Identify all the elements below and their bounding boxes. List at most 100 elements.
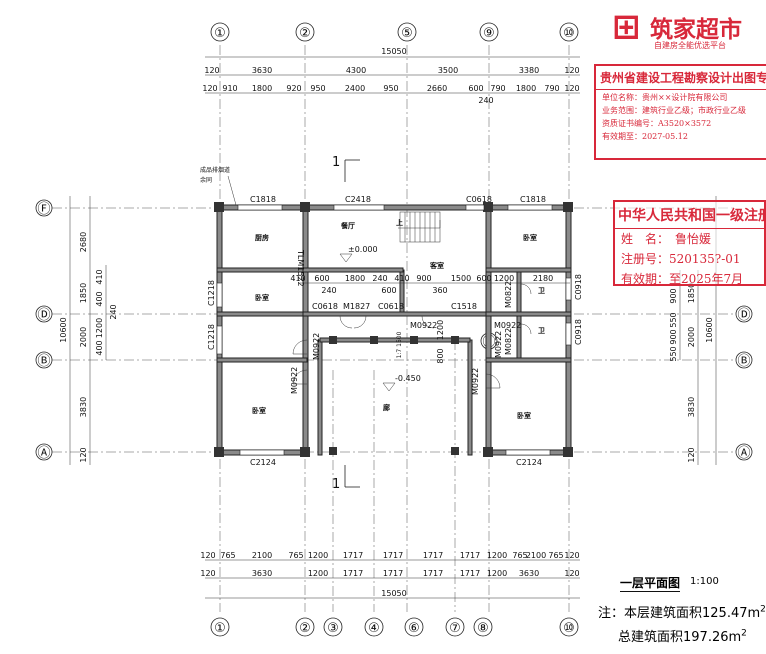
svg-text:C1818: C1818 [250,195,276,204]
room-corridor: 廊 [383,403,390,412]
svg-text:1:7 1500: 1:7 1500 [396,331,403,358]
svg-text:1717: 1717 [343,551,363,560]
svg-text:Ⓐ: Ⓐ [37,446,50,461]
svg-text:C2418: C2418 [345,195,371,204]
door-swings [292,283,532,389]
stamp1-row: 资质证书编号：A3520×3572 [602,119,712,128]
dim-total-top: 15050 [381,47,406,56]
svg-text:1200: 1200 [487,569,507,578]
mid-dimensions: 410 600 1800 240 600 410 900 1500 600 12… [290,274,570,364]
svg-text:⑩: ⑩ [563,621,575,636]
svg-text:2000: 2000 [79,327,88,347]
svg-text:240: 240 [109,304,118,319]
svg-text:余同: 余同 [200,176,212,184]
svg-text:1200: 1200 [308,551,328,560]
svg-text:550: 550 [669,312,678,327]
svg-text:3830: 3830 [687,397,696,417]
room-wc-2: 卫 [538,327,545,335]
bottom-dimensions: 120 765 2100 765 1200 1717 1717 1717 171… [200,551,580,599]
svg-text:765: 765 [220,551,235,560]
svg-text:120: 120 [564,569,579,578]
svg-text:900: 900 [416,274,431,283]
svg-text:M0822: M0822 [504,281,513,308]
svg-text:2100: 2100 [526,551,546,560]
axis-top-1: ① [214,26,226,41]
svg-text:120: 120 [564,84,579,93]
svg-text:C2124: C2124 [516,458,542,467]
svg-text:800: 800 [436,348,445,363]
walls [214,202,573,457]
svg-text:2400: 2400 [345,84,365,93]
svg-text:1800: 1800 [516,84,536,93]
room-guest: 客室 [429,261,444,270]
elevation-neg: -0.450 [395,374,421,383]
svg-text:1850: 1850 [687,283,696,303]
svg-text:1717: 1717 [343,569,363,578]
svg-text:4300: 4300 [346,66,366,75]
design-institute-stamp: 贵州省建设工程勘察设计出图专用 单位名称：贵州××设计院有限公司 业务范围：建筑… [594,64,766,160]
elevation-0: ±0.000 [348,245,378,254]
svg-text:①: ① [214,621,226,636]
svg-text:3630: 3630 [519,569,539,578]
svg-text:C0918: C0918 [574,274,583,300]
svg-text:400: 400 [95,340,104,355]
svg-text:3630: 3630 [252,66,272,75]
svg-text:120: 120 [79,447,88,462]
svg-text:120: 120 [564,551,579,560]
stamp2-title: 中华人民共和国一级注册建筑师 [615,202,764,229]
svg-text:2660: 2660 [427,84,447,93]
svg-text:1200: 1200 [494,274,514,283]
top-dimensions: 15050 120 3630 4300 3500 3380 120 120 91… [202,47,580,105]
left-dimensions: 10600 2680 1850 2000 3830 410 240 400 12… [59,196,118,465]
svg-text:765: 765 [548,551,563,560]
svg-text:TLM1522: TLM1522 [296,249,305,287]
svg-text:⑦: ⑦ [449,621,461,636]
svg-text:765: 765 [288,551,303,560]
svg-text:1200: 1200 [308,569,328,578]
svg-text:1717: 1717 [383,551,403,560]
brand-name: 筑家超市 [650,17,742,43]
svg-text:360: 360 [432,286,447,295]
svg-text:M0922: M0922 [494,321,521,330]
svg-text:1500: 1500 [451,274,471,283]
svg-text:M1827: M1827 [343,302,370,311]
svg-text:C2124: C2124 [250,458,276,467]
svg-text:③: ③ [327,621,339,636]
svg-text:Ⓓ: Ⓓ [737,308,750,323]
plan-scale: 1:100 [690,576,719,587]
svg-text:600: 600 [314,274,329,283]
svg-text:2680: 2680 [79,232,88,252]
svg-text:765: 765 [512,551,527,560]
svg-text:Ⓑ: Ⓑ [37,354,50,369]
svg-text:⑥: ⑥ [408,621,420,636]
plan-title: 一层平面图 [620,576,681,592]
side-axis-labels: Ⓕ Ⓓ Ⓑ Ⓐ Ⓓ Ⓑ Ⓐ Ⓒ [35,199,753,461]
svg-text:M0922: M0922 [471,368,480,395]
door-labels: M1827 M0922 M0922 M0922 M0922 M0922 M092… [290,249,521,395]
svg-text:240: 240 [478,96,493,105]
brand-logo-icon: ⊞ [612,7,641,47]
svg-text:240: 240 [372,274,387,283]
svg-text:1717: 1717 [383,569,403,578]
svg-text:M0922: M0922 [410,321,437,330]
svg-text:400: 400 [95,291,104,306]
svg-text:1: 1 [332,477,340,492]
stamp1-row: 有效期至：2027-05.12 [602,132,688,141]
svg-text:1200: 1200 [95,318,104,338]
svg-text:2000: 2000 [687,327,696,347]
brand-logo: ⊞ 筑家超市 自建房全能优选平台 [612,8,766,54]
svg-text:Ⓐ: Ⓐ [737,446,750,461]
svg-text:M0822: M0822 [504,328,513,355]
axis-top-5: ⑤ [401,26,413,41]
stamp2-name: 姓 名： 鲁怡媛 [621,232,712,246]
svg-text:3630: 3630 [252,569,272,578]
svg-text:920: 920 [286,84,301,93]
stamp1-row: 单位名称：贵州××设计院有限公司 [602,93,728,102]
dim-total-bottom: 15050 [381,589,406,598]
svg-text:790: 790 [490,84,505,93]
total-area: 总建筑面积197.26m2 [618,628,747,645]
svg-text:M0922: M0922 [312,333,321,360]
svg-text:C1218: C1218 [207,324,216,350]
svg-text:410: 410 [95,269,104,284]
floor-area: 注：本层建筑面积125.47m2 [598,604,766,621]
